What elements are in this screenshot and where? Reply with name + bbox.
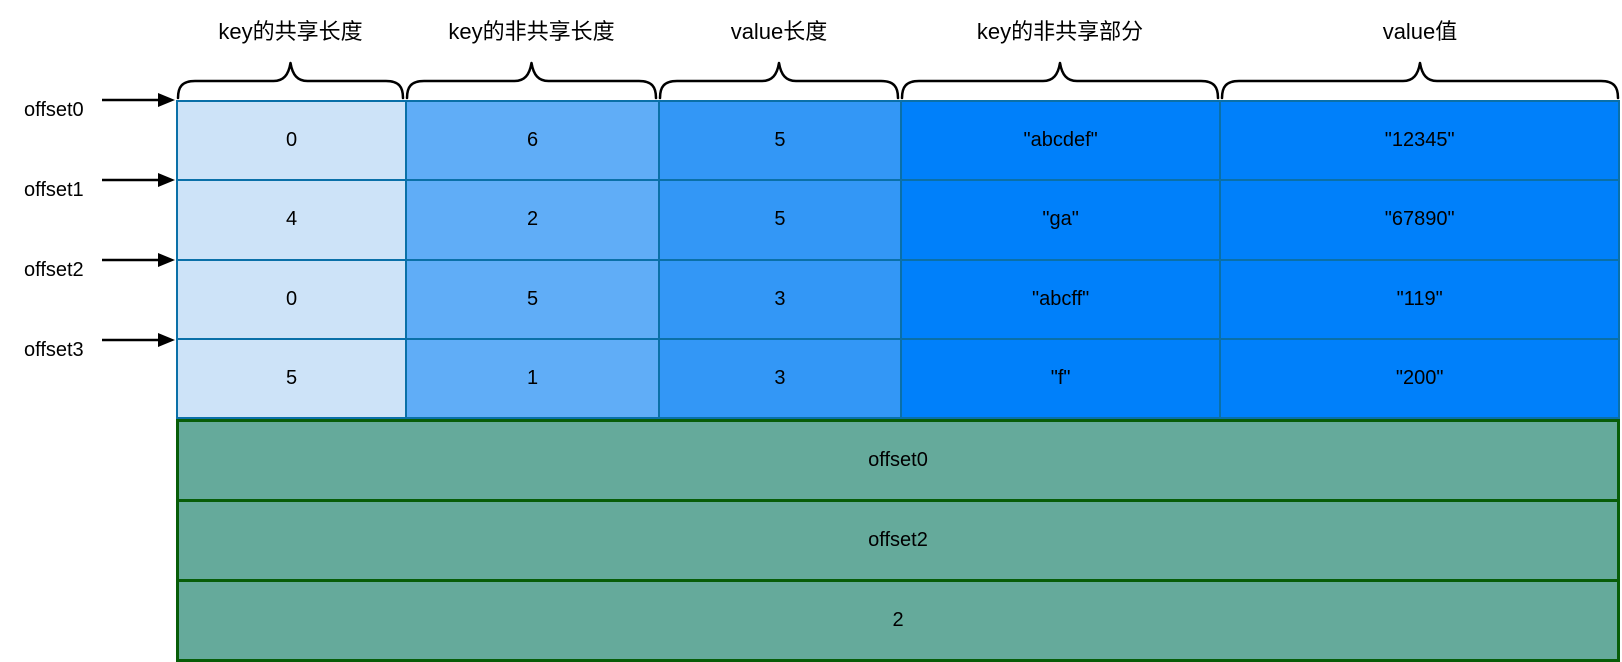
restart-row-offset0: offset0: [179, 422, 1617, 499]
offset1-label: offset1: [24, 179, 84, 201]
offset1-arrowhead-icon: [158, 173, 175, 187]
cell-r2-shared-len: 0: [178, 260, 406, 338]
column-header-key-unshared-length: key的非共享长度: [448, 19, 615, 44]
offset0-arrowhead-icon: [158, 93, 175, 107]
cell-r1-shared-len: 4: [178, 181, 406, 259]
cell-r3-value: "200": [1221, 339, 1618, 417]
cell-r3-unshared-len: 1: [407, 339, 658, 417]
cell-r2-unshared-len: 5: [407, 260, 658, 338]
offset3-label: offset3: [24, 339, 84, 361]
curly-brace-icon-col5: [1220, 61, 1620, 100]
restart-row-offset2: offset2: [179, 502, 1617, 579]
column-header-value-length: value长度: [730, 19, 828, 44]
cell-r2-value-len: 3: [659, 260, 900, 338]
column-header-key-unshared-part: key的非共享部分: [976, 19, 1144, 44]
cell-r1-unshared-len: 2: [407, 181, 658, 259]
cell-r0-value: "12345": [1221, 102, 1618, 180]
cell-r3-shared-len: 5: [178, 339, 406, 417]
column-header-value-value: value值: [1382, 19, 1458, 44]
restart-row-count: 2: [179, 582, 1617, 659]
offset0-label: offset0: [24, 99, 84, 121]
offset2-label: offset2: [24, 259, 84, 281]
cell-r1-value-len: 5: [659, 181, 900, 259]
cell-r1-key-part: "ga": [901, 181, 1220, 259]
cell-r2-value: "119": [1221, 260, 1618, 338]
offset2-arrowhead-icon: [158, 253, 175, 267]
cell-r0-unshared-len: 6: [407, 102, 658, 180]
cell-r0-key-part: "abcdef": [901, 102, 1220, 180]
cell-r0-value-len: 5: [659, 102, 900, 180]
cell-r1-value: "67890": [1221, 181, 1618, 259]
cell-r3-value-len: 3: [659, 339, 900, 417]
column-header-key-shared-length: key的共享长度: [218, 19, 363, 44]
curly-brace-icon-col2: [405, 61, 658, 100]
curly-brace-icon-col3: [658, 61, 900, 100]
curly-brace-icon-col1: [176, 61, 405, 100]
cell-r3-key-part: "f": [901, 339, 1220, 417]
offset-arrows: [102, 93, 175, 347]
column-braces: [176, 61, 1620, 100]
cell-r0-shared-len: 0: [178, 102, 406, 180]
cell-r2-key-part: "abcff": [901, 260, 1220, 338]
entries-table: 0 6 5 "abcdef" "12345" 4 2 5 "ga" "67890…: [176, 100, 1620, 419]
offset3-arrowhead-icon: [158, 333, 175, 347]
restart-points-block: offset0 offset2 2: [176, 419, 1620, 662]
curly-brace-icon-col4: [900, 61, 1220, 100]
